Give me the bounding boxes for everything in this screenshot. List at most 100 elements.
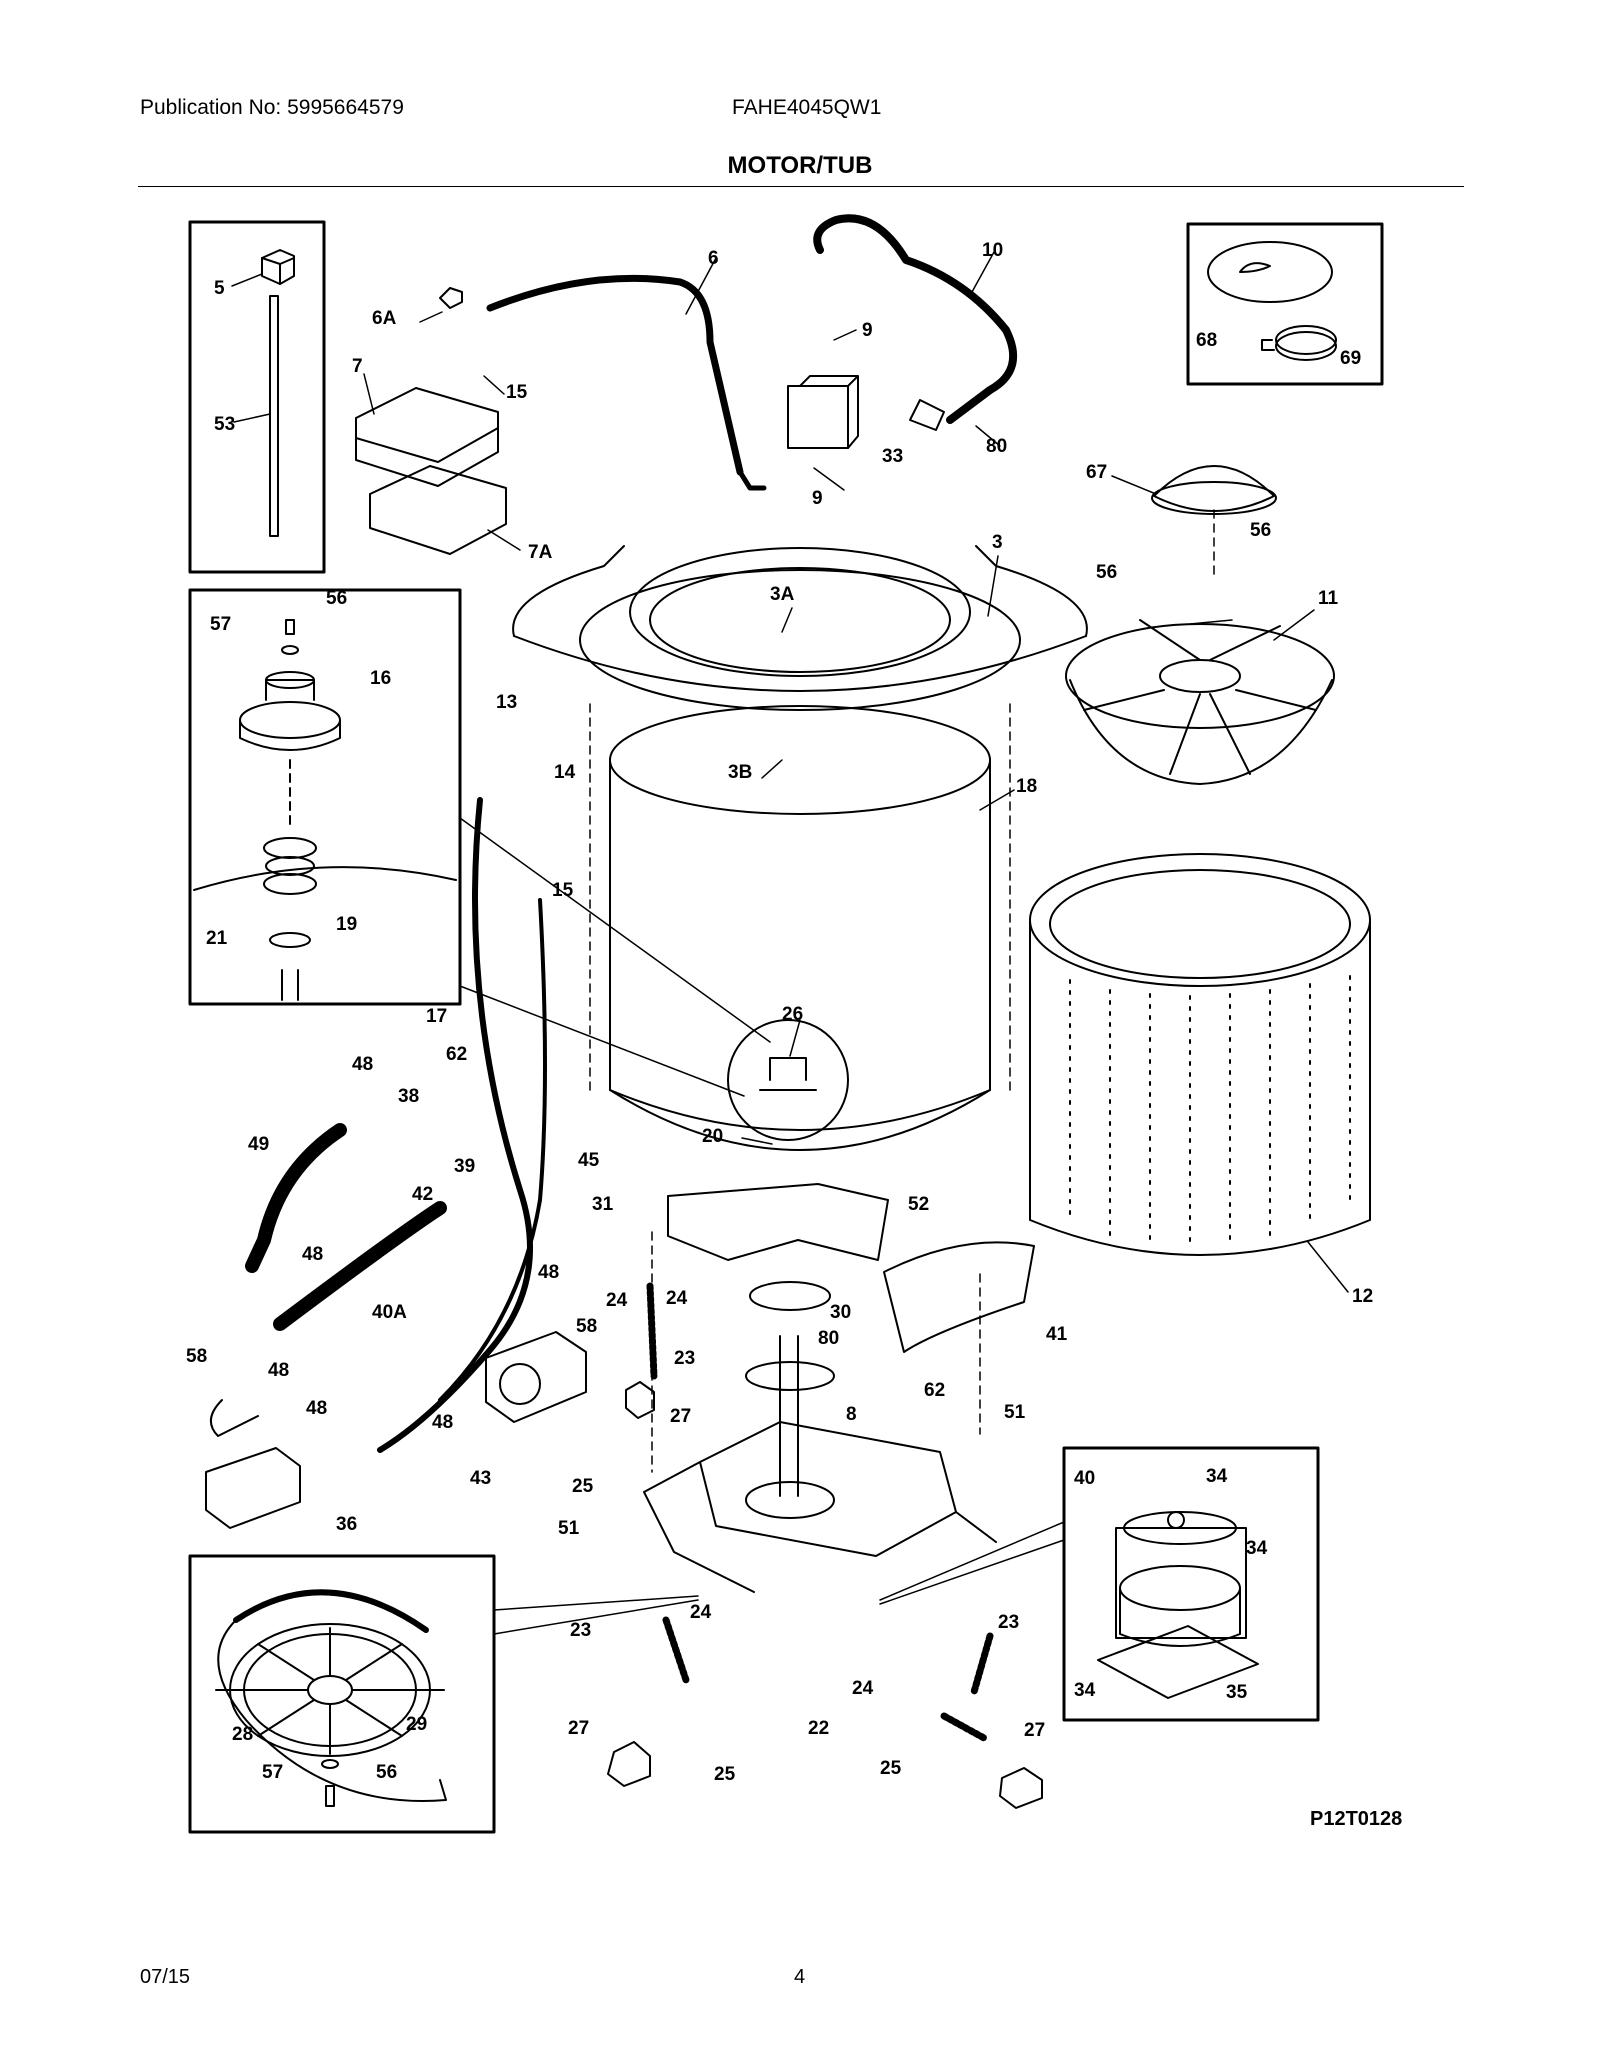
callout-label: 40 bbox=[1074, 1468, 1095, 1489]
callout-label: 27 bbox=[670, 1406, 691, 1427]
callout-label: 56 bbox=[376, 1762, 397, 1783]
outer-tub-part bbox=[512, 545, 1088, 1151]
callout-label: 69 bbox=[1340, 348, 1361, 369]
callout-label: 26 bbox=[782, 1004, 803, 1025]
bracket-part bbox=[667, 1183, 889, 1311]
suspension-base-part bbox=[643, 1335, 997, 1593]
publication-number: Publication No: 5995664579 bbox=[140, 96, 404, 119]
callout-label: 3 bbox=[992, 532, 1003, 553]
callout-label: 35 bbox=[1226, 1682, 1248, 1703]
callout-label: 21 bbox=[206, 928, 228, 949]
callout-label: 19 bbox=[336, 914, 357, 935]
callout-label: 56 bbox=[1096, 562, 1117, 583]
callout-label: 3A bbox=[770, 584, 795, 605]
page-title: MOTOR/TUB bbox=[727, 152, 873, 179]
footer-date: 07/15 bbox=[140, 1966, 191, 1988]
inset-motor bbox=[1062, 1446, 1320, 1722]
callout-labels: 5 53 6 6A 7 15 7A 9 9 10 33 80 68 69 67 … bbox=[186, 240, 1373, 1785]
callout-label: 23 bbox=[998, 1612, 1019, 1633]
callout-label: 36 bbox=[336, 1514, 357, 1535]
callout-label: 48 bbox=[306, 1398, 327, 1419]
shroud-part bbox=[883, 1241, 1035, 1353]
callout-leaders bbox=[231, 251, 1349, 1293]
callout-label: 34 bbox=[1074, 1680, 1096, 1701]
callout-label: 10 bbox=[982, 240, 1003, 261]
callout-label: 62 bbox=[446, 1044, 467, 1065]
callout-label: 25 bbox=[880, 1758, 902, 1779]
inset-service-tools bbox=[1186, 222, 1384, 386]
callout-label: 8 bbox=[846, 1404, 857, 1425]
agitator-cap-part bbox=[1151, 465, 1277, 515]
pressure-switch-part bbox=[261, 249, 295, 537]
inset-leader-seal bbox=[459, 817, 771, 1097]
model-number: FAHE4045QW1 bbox=[732, 96, 882, 119]
callout-label: 68 bbox=[1196, 330, 1217, 351]
callout-label: 15 bbox=[552, 880, 574, 901]
callout-label: 58 bbox=[186, 1346, 207, 1367]
callout-label: 41 bbox=[1046, 1324, 1068, 1345]
callout-label: 51 bbox=[558, 1518, 580, 1539]
callout-label: 31 bbox=[592, 1194, 614, 1215]
callout-label: 24 bbox=[690, 1602, 712, 1623]
callout-label: 56 bbox=[1250, 520, 1271, 541]
callout-label: 18 bbox=[1016, 776, 1037, 797]
inset-seal-hub bbox=[188, 588, 462, 1006]
callout-label: 45 bbox=[578, 1150, 600, 1171]
callout-label: 20 bbox=[702, 1126, 723, 1147]
springs-part bbox=[607, 1282, 1043, 1809]
callout-label: 48 bbox=[268, 1360, 289, 1381]
fill-hose-part bbox=[439, 274, 767, 491]
pulley-part bbox=[215, 1589, 447, 1807]
callout-label: 80 bbox=[818, 1328, 839, 1349]
callout-label: 48 bbox=[538, 1262, 559, 1283]
callout-label: 12 bbox=[1352, 1286, 1373, 1307]
callout-label: 13 bbox=[496, 692, 517, 713]
inset-leader-motor bbox=[879, 1521, 1065, 1605]
callout-label: 40A bbox=[372, 1302, 407, 1323]
callout-label: 27 bbox=[1024, 1720, 1045, 1741]
dispenser-part bbox=[355, 387, 507, 555]
drawing-code: P12T0128 bbox=[1310, 1808, 1403, 1830]
inset-pressure-switch bbox=[188, 220, 326, 574]
wash-basket-part bbox=[1029, 853, 1371, 1256]
callout-label: 48 bbox=[302, 1244, 323, 1265]
callout-label: 6A bbox=[372, 308, 397, 329]
assembly-lines bbox=[589, 509, 1215, 1473]
callout-label: 24 bbox=[666, 1288, 688, 1309]
callout-label: 23 bbox=[570, 1620, 591, 1641]
callout-label: 56 bbox=[326, 588, 347, 609]
callout-label: 39 bbox=[454, 1156, 475, 1177]
inset-pulley bbox=[188, 1554, 496, 1834]
page-number: 4 bbox=[794, 1966, 806, 1988]
callout-label: 24 bbox=[606, 1290, 628, 1311]
drain-hoses-part bbox=[210, 797, 547, 1453]
callout-label: 42 bbox=[412, 1184, 433, 1205]
callout-label: 25 bbox=[572, 1476, 594, 1497]
callout-label: 57 bbox=[210, 614, 231, 635]
callout-label: 28 bbox=[232, 1724, 253, 1745]
callout-label: 34 bbox=[1206, 1466, 1228, 1487]
callout-label: 49 bbox=[248, 1134, 269, 1155]
callout-label: 9 bbox=[812, 488, 823, 509]
callout-label: 15 bbox=[506, 382, 528, 403]
callout-label: 48 bbox=[432, 1412, 453, 1433]
header-rule bbox=[138, 186, 1464, 187]
callout-label: 25 bbox=[714, 1764, 736, 1785]
callout-label: 80 bbox=[986, 436, 1007, 457]
callout-label: 9 bbox=[862, 320, 873, 341]
callout-label: 43 bbox=[470, 1468, 491, 1489]
callout-label: 29 bbox=[406, 1714, 427, 1735]
callout-label: 11 bbox=[1318, 588, 1339, 609]
callout-label: 52 bbox=[908, 1194, 929, 1215]
callout-label: 16 bbox=[370, 668, 391, 689]
callout-label: 17 bbox=[426, 1006, 447, 1027]
callout-label: 14 bbox=[554, 762, 576, 783]
callout-label: 3B bbox=[728, 762, 752, 783]
service-tools-part bbox=[1207, 241, 1337, 361]
seal-hub-part bbox=[193, 619, 457, 1001]
callout-label: 7A bbox=[528, 542, 553, 563]
callout-label: 34 bbox=[1246, 1538, 1268, 1559]
callout-label: 57 bbox=[262, 1762, 283, 1783]
inset-leader-pulley bbox=[493, 1595, 699, 1635]
